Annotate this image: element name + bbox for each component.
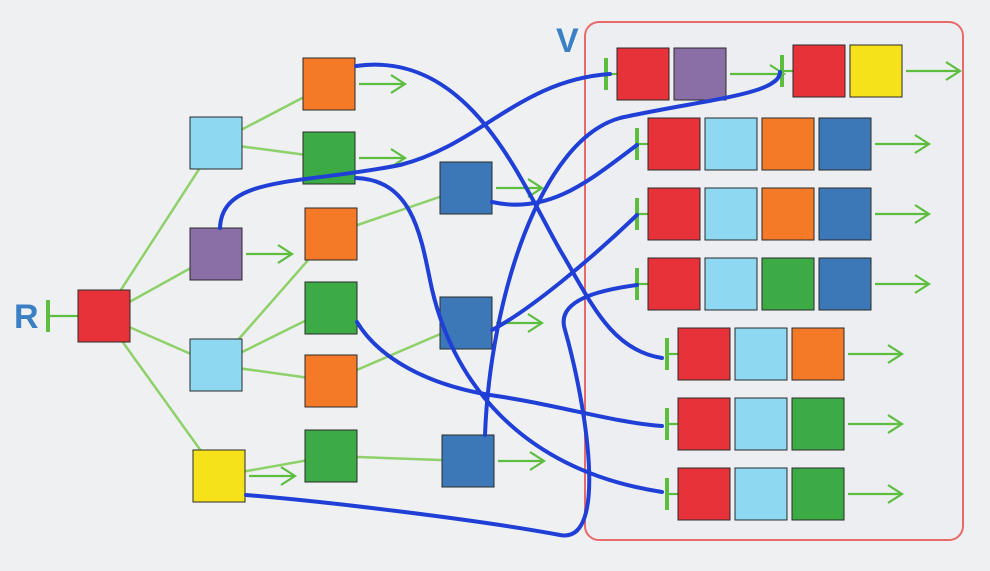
connector-l1-yellow-to-chain-4 <box>244 283 639 538</box>
chain-square-red <box>647 257 701 311</box>
chain-square-green <box>791 467 845 521</box>
node-l2-green-b <box>304 281 358 335</box>
chain-square-yellow <box>849 44 903 98</box>
chain-7 <box>665 467 845 521</box>
leaf-arrow <box>249 466 298 486</box>
chain-end-arrow <box>848 484 905 504</box>
chain-1b <box>780 44 903 98</box>
chain-square-red <box>792 44 846 98</box>
connector-l3-blue-b-to-chain-3 <box>490 213 639 332</box>
chain-square-orange <box>791 327 845 381</box>
chain-4 <box>635 257 872 311</box>
chain-end-arrow <box>906 61 963 81</box>
chain-square-light_blue <box>704 117 758 171</box>
chain-end-arrow <box>848 414 905 434</box>
chain-square-red <box>677 327 731 381</box>
leaf-arrow <box>246 244 295 264</box>
tree-lines <box>102 82 469 478</box>
node-l1-yellow <box>192 449 246 503</box>
chain-end-arrow <box>875 134 932 154</box>
chain-square-orange <box>761 187 815 241</box>
chain-square-green <box>761 257 815 311</box>
tree-edge <box>102 142 218 317</box>
connector-l3-blue-a-to-chain-2 <box>490 143 639 207</box>
chain-square-green <box>791 397 845 451</box>
chain-square-red <box>677 397 731 451</box>
chain-square-light_blue <box>734 397 788 451</box>
chain-square-red <box>647 187 701 241</box>
chain-square-light_blue <box>734 467 788 521</box>
chain-3 <box>635 187 872 241</box>
node-root <box>77 289 131 343</box>
chain-square-red <box>677 467 731 521</box>
chain-square-light_blue <box>704 187 758 241</box>
connectors <box>218 62 782 538</box>
chain-square-light_blue <box>704 257 758 311</box>
chain-6 <box>665 397 845 451</box>
node-l2-orange-c <box>304 354 358 408</box>
chain-1a <box>604 47 727 101</box>
chain-end-arrow <box>875 204 932 224</box>
chain-square-blue <box>818 117 872 171</box>
leaf-arrow <box>359 74 408 94</box>
leaf-arrow <box>498 451 547 471</box>
chain-square-purple <box>673 47 727 101</box>
connector-l1-purple-to-chain-1a <box>218 72 612 230</box>
chain-square-blue <box>818 257 872 311</box>
node-l1-mid <box>189 338 243 392</box>
node-l2-orange-a <box>302 57 356 111</box>
connector-l2-orange-a-to-chain-5 <box>354 62 664 360</box>
node-l1-top <box>189 116 243 170</box>
connector-l3-blue-c-to-chain-1b <box>483 70 782 437</box>
chain-5 <box>665 327 845 381</box>
node-l2-orange-b <box>304 207 358 261</box>
node-l3-blue-c <box>441 434 495 488</box>
node-l3-blue-a <box>439 161 493 215</box>
connector-l2-green-a-to-chain-7 <box>354 176 664 494</box>
target-label: V <box>556 22 579 60</box>
chain-square-light_blue <box>734 327 788 381</box>
root-label: R <box>14 298 39 336</box>
tree-edge <box>102 315 221 477</box>
connector-l2-green-b-to-chain-6 <box>355 320 664 428</box>
chain-square-blue <box>818 187 872 241</box>
node-l2-green-c <box>304 429 358 483</box>
chain-square-red <box>647 117 701 171</box>
leaf-arrow <box>496 178 545 198</box>
chain-end-arrow <box>848 344 905 364</box>
chain-square-red <box>616 47 670 101</box>
chains <box>604 44 903 521</box>
chain-2 <box>635 117 872 171</box>
chain-square-orange <box>761 117 815 171</box>
chain-end-arrow <box>875 274 932 294</box>
node-l1-purple <box>189 227 243 281</box>
